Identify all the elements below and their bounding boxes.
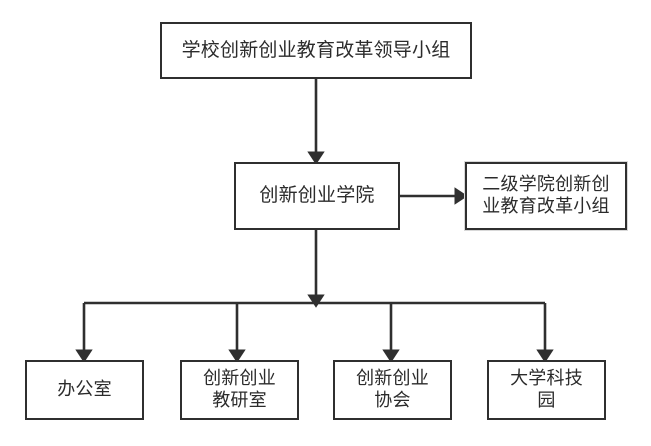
node-innovation-college: 创新创业学院 — [234, 162, 400, 230]
node-leadership-group-label: 学校创新创业教育改革领导小组 — [181, 39, 451, 61]
node-science-park: 大学科技 园 — [487, 360, 606, 420]
node-secondary-college-group-label: 二级学院创新创 业教育改革小组 — [482, 174, 610, 216]
node-innovation-college-label: 创新创业学院 — [259, 185, 375, 207]
node-science-park-label: 大学科技 园 — [510, 368, 583, 410]
node-association: 创新创业 协会 — [333, 360, 452, 420]
node-association-label: 创新创业 协会 — [356, 368, 429, 410]
node-teaching-office: 创新创业 教研室 — [180, 360, 299, 420]
node-office: 办公室 — [25, 360, 144, 420]
node-teaching-office-label: 创新创业 教研室 — [203, 368, 276, 410]
node-office-label: 办公室 — [57, 379, 112, 400]
node-secondary-college-group: 二级学院创新创 业教育改革小组 — [465, 162, 627, 230]
node-leadership-group: 学校创新创业教育改革领导小组 — [160, 22, 472, 79]
